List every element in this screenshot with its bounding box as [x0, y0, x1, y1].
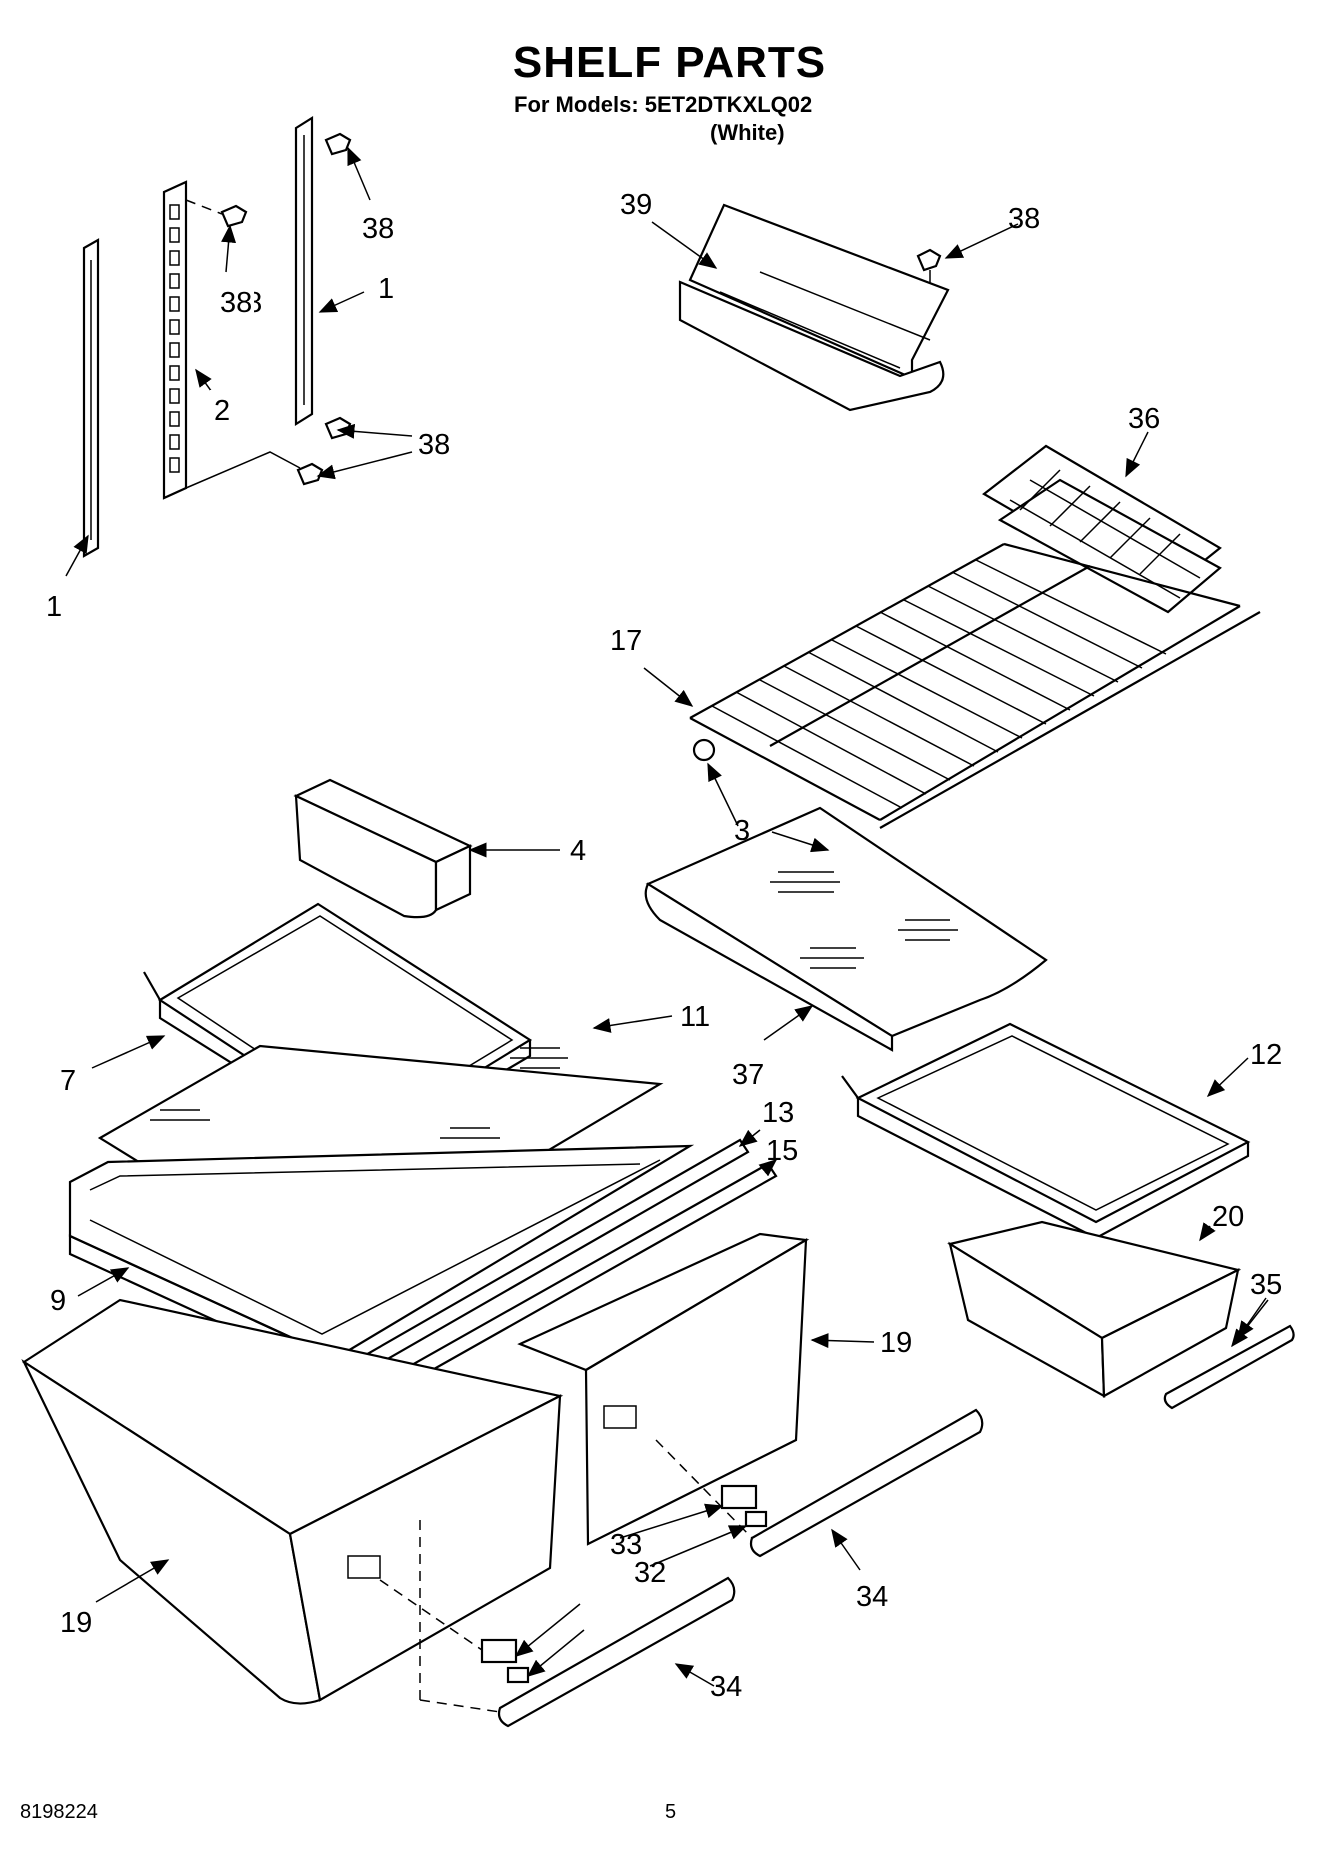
meat-pan-20	[947, 1220, 1242, 1398]
page-number: 5	[665, 1801, 677, 1823]
handle-34-upper	[749, 1408, 984, 1558]
handle-34-lower	[497, 1576, 736, 1728]
callout-label: 34	[710, 1671, 742, 1703]
callout-label: 36	[1128, 403, 1160, 435]
wire-shelf-17	[689, 542, 1261, 829]
shelf-rail-left	[82, 238, 100, 558]
leader-arrows	[65, 146, 1269, 1687]
callout-label: 20	[1212, 1201, 1244, 1233]
callout-label: 35	[1250, 1269, 1282, 1301]
screw-parts	[185, 132, 942, 489]
crisper-drawer-19-right	[517, 1232, 810, 1546]
callout-label: 7	[60, 1065, 76, 1097]
callout-label: 19	[880, 1327, 912, 1359]
alignment-lines	[379, 1439, 753, 1713]
shelf-rail-right	[294, 116, 314, 426]
callout-label: 33	[610, 1529, 642, 1561]
callout-label: 1	[378, 273, 394, 305]
callout-label: 37	[732, 1059, 764, 1091]
callout-label: 38	[418, 429, 450, 461]
models-line: For Models: 5ET2DTKXLQ02	[514, 92, 813, 117]
ice-tray-36	[982, 444, 1222, 614]
callout-label: 19	[60, 1607, 92, 1639]
callout-label: 4	[570, 835, 586, 867]
callout-label: 39	[620, 189, 652, 221]
crisper-frame-12	[841, 1022, 1251, 1240]
callout-label: 17	[610, 625, 642, 657]
callout-label: 32	[634, 1557, 666, 1589]
callout-label: 38	[1008, 203, 1040, 235]
color-line: (White)	[710, 120, 785, 145]
storage-bin-4	[293, 778, 473, 919]
crisper-drawer-19-left	[21, 1298, 564, 1705]
shelf-rail-ladder	[162, 180, 188, 500]
shelf-37	[644, 806, 1048, 1052]
callout-label: 38	[230, 287, 262, 319]
trim-35	[1163, 1324, 1295, 1410]
callout-label: 15	[766, 1135, 798, 1167]
callout-label: 3	[734, 815, 750, 847]
crisper-cover-frame-9	[68, 1144, 695, 1378]
callout-label: 34	[856, 1581, 888, 1613]
page-title: SHELF PARTS	[512, 38, 827, 87]
callout-label: 9	[50, 1285, 66, 1317]
callout-label: 38	[362, 213, 394, 245]
callout-label: 12	[1250, 1039, 1282, 1071]
document-number: 8198224	[20, 1801, 98, 1823]
callout-label: 13	[762, 1097, 794, 1129]
utility-bin-39	[678, 203, 950, 412]
callout-label: 11	[680, 1001, 710, 1033]
